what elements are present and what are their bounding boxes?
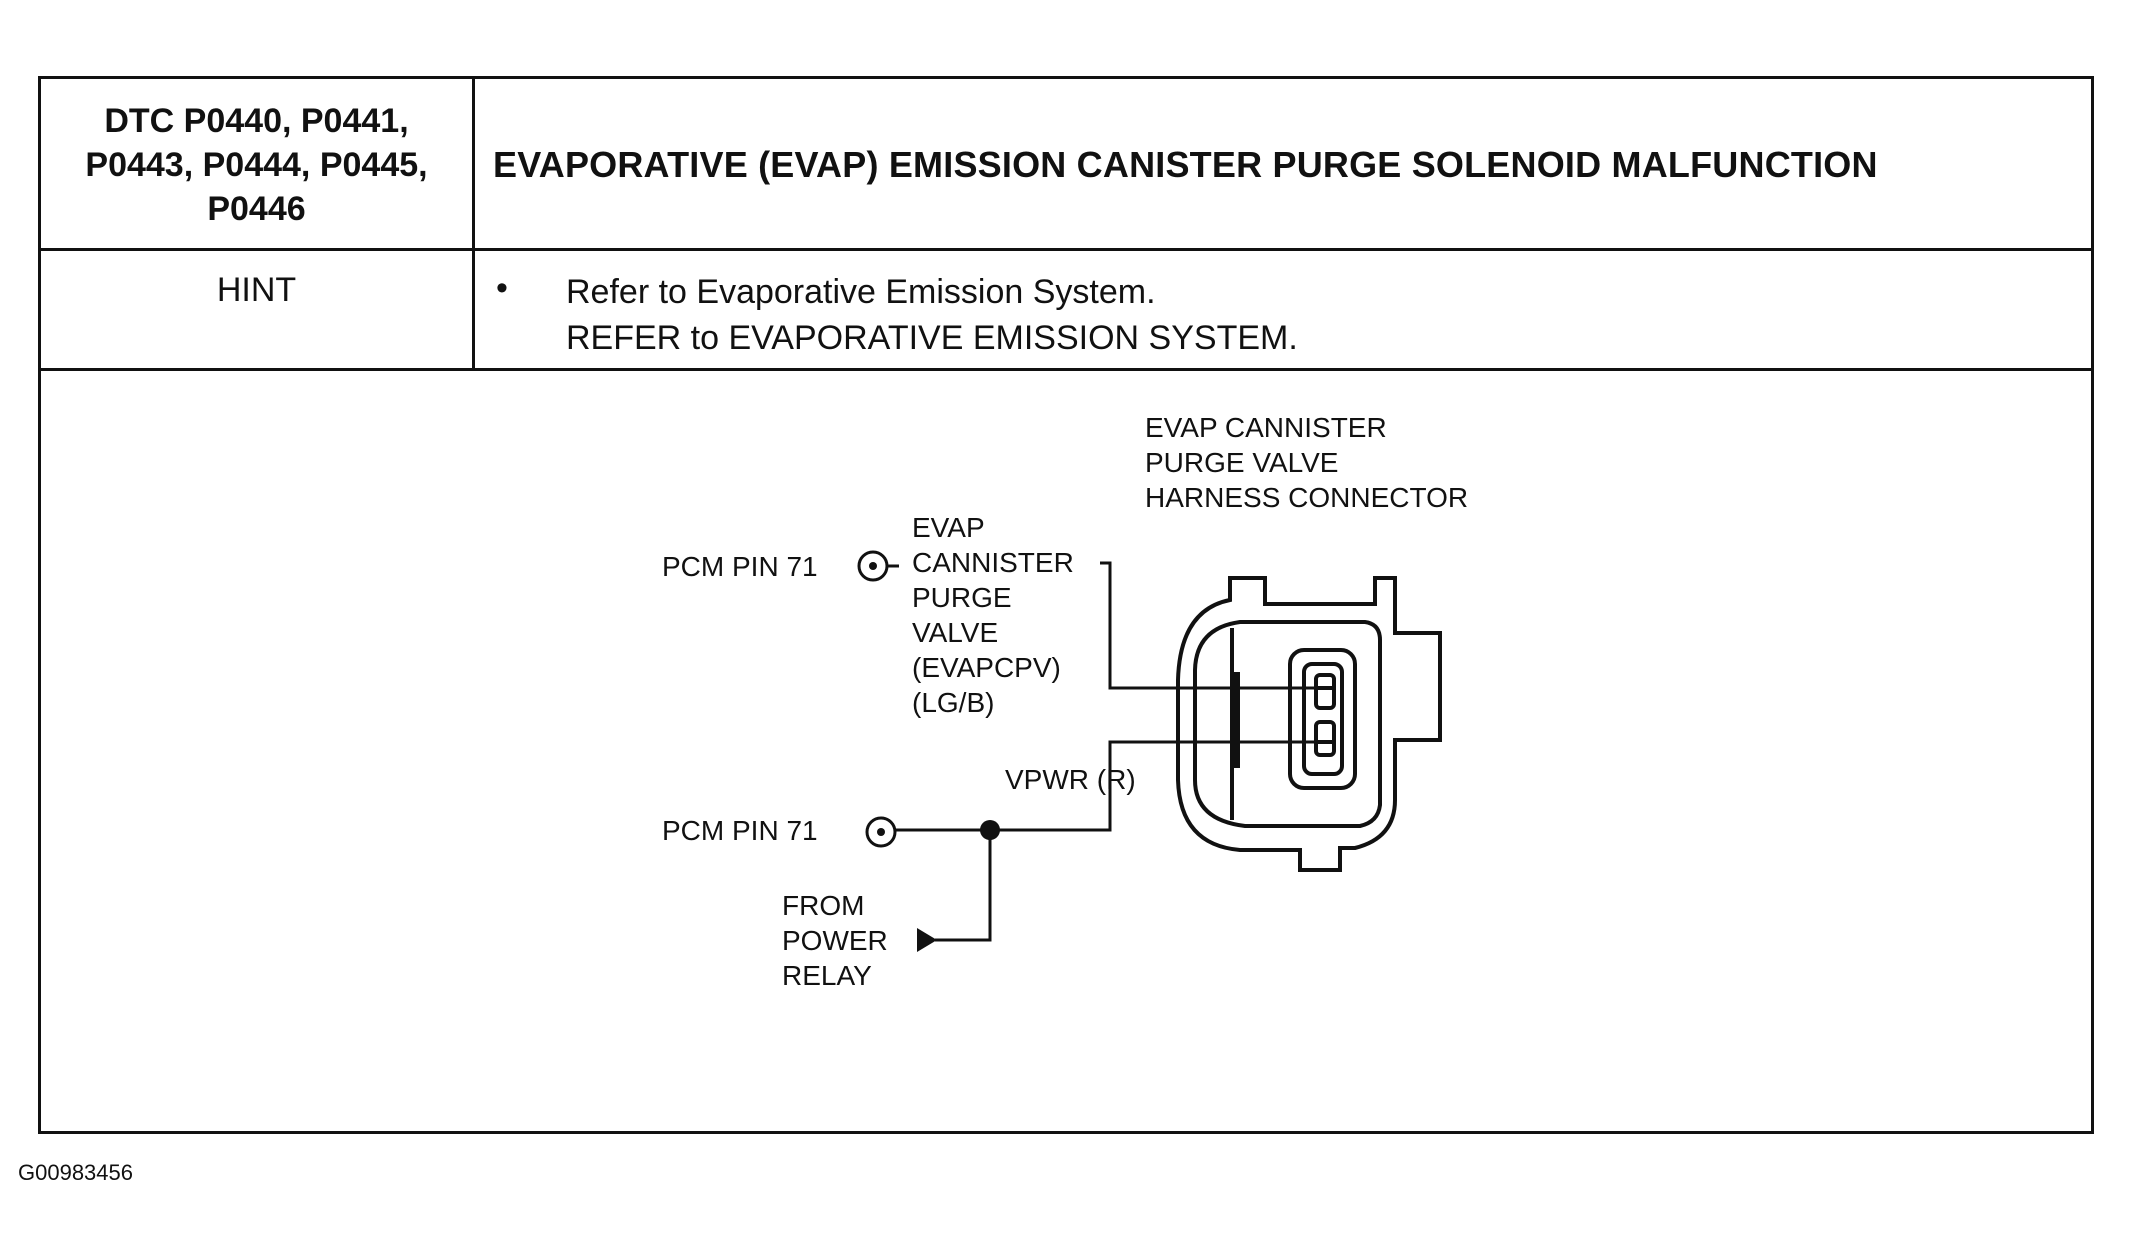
power-label-line-2: POWER [782, 925, 888, 956]
vpwr-wire [988, 740, 1318, 832]
column-divider [472, 79, 475, 371]
wire1-label-line-2: CANNISTER [912, 547, 1074, 578]
wire1-label-line-1: EVAP [912, 512, 985, 543]
hint-line-2: REFER to EVAPORATIVE EMISSION SYSTEM. [566, 319, 1298, 357]
hint-text: Refer to Evaporative Emission System. RE… [566, 269, 1298, 361]
wire1-label-line-6: (LG/B) [912, 687, 994, 718]
wire2-label: VPWR (R) [1005, 764, 1136, 795]
pcm-pin-top-terminal [857, 550, 899, 582]
dtc-table: DTC P0440, P0441, P0443, P0444, P0445, P… [38, 76, 2094, 1134]
connector-label-line-3: HARNESS CONNECTOR [1145, 482, 1468, 513]
wire1-label-line-3: PURGE [912, 582, 1012, 613]
pcm-pin-bottom-label: PCM PIN 71 [662, 815, 818, 846]
power-relay-wire [935, 830, 992, 942]
power-label-line-3: RELAY [782, 960, 872, 991]
wire1-label-line-5: (EVAPCPV) [912, 652, 1061, 683]
pcm-pin-top-label: PCM PIN 71 [662, 551, 818, 582]
hint-line-1: Refer to Evaporative Emission System. [566, 273, 1156, 311]
figure-id: G00983456 [18, 1160, 133, 1185]
connector-lock-bar [1230, 672, 1240, 768]
hint-label: HINT [216, 271, 297, 309]
power-relay-arrow [917, 928, 937, 952]
hint-row: HINT • Refer to Evaporative Emission Sys… [41, 251, 2091, 371]
power-label-line-1: FROM [782, 890, 864, 921]
dtc-codes: DTC P0440, P0441, P0443, P0444, P0445, P… [85, 102, 428, 228]
connector-label-line-1: EVAP CANNISTER [1145, 412, 1387, 443]
wire1-label-line-4: VALVE [912, 617, 998, 648]
harness-connector [1176, 576, 1442, 872]
connector-label-line-2: PURGE VALVE [1145, 447, 1338, 478]
dtc-title: EVAPORATIVE (EVAP) EMISSION CANISTER PUR… [493, 144, 1878, 185]
pcm-pin-bottom-terminal [865, 816, 990, 848]
evapcpv-wire [1100, 561, 1318, 690]
header-row: DTC P0440, P0441, P0443, P0444, P0445, P… [41, 79, 2091, 251]
hint-bullet: • [496, 269, 508, 307]
